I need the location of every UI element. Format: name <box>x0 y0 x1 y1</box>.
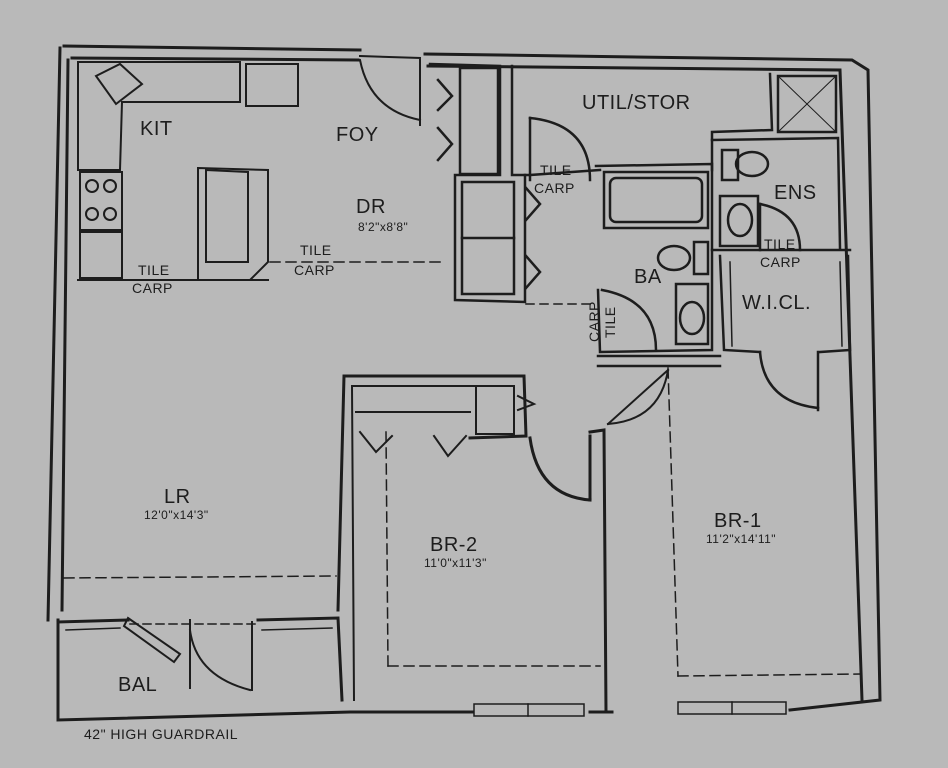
label-dr: DR <box>356 196 386 218</box>
kitchen-cabinets <box>77 61 299 281</box>
bedroom-2-walls <box>336 374 608 714</box>
label-ba: BA <box>634 266 662 288</box>
label-kit: KIT <box>140 118 173 140</box>
guardrail-note: 42" HIGH GUARDRAIL <box>84 726 239 742</box>
label-wicl: W.I.CL. <box>742 292 812 314</box>
center-closets <box>428 62 591 305</box>
balcony <box>56 616 344 702</box>
entry-door <box>358 54 422 126</box>
flooring-carp-dr: CARP <box>294 262 335 278</box>
flooring-carp-util: CARP <box>534 180 575 196</box>
flooring-tile-ens: TILE <box>764 236 796 252</box>
flooring-carp-kit: CARP <box>132 280 173 296</box>
flooring-carp-ens: CARP <box>760 254 801 270</box>
label-bal: BAL <box>118 674 158 696</box>
label-br2-dim: 11'0"x11'3" <box>424 556 487 570</box>
flooring-tile-dr: TILE <box>300 242 332 258</box>
flooring-tile-kit: TILE <box>138 262 170 278</box>
windows <box>473 701 787 717</box>
flooring-transitions <box>63 261 861 677</box>
label-util-stor: UTIL/STOR <box>582 92 691 114</box>
ensuite <box>710 74 852 252</box>
label-br1-dim: 11'2"x14'11" <box>706 532 777 546</box>
label-lr-dim: 12'0"x14'3" <box>144 508 209 522</box>
label-lr: LR <box>164 486 191 508</box>
label-br1: BR-1 <box>714 510 762 532</box>
flooring-tile-util: TILE <box>540 162 572 178</box>
label-br2: BR-2 <box>430 534 478 556</box>
flooring-carp-ba: CARP <box>586 301 602 342</box>
bathroom <box>594 162 722 368</box>
label-dr-dim: 8'2"x8'8" <box>358 220 409 234</box>
exterior-walls <box>46 44 882 722</box>
walk-in-closet <box>718 254 852 412</box>
label-ens: ENS <box>774 182 817 204</box>
bedroom-1-door <box>606 368 670 426</box>
util-stor-room <box>510 64 774 182</box>
flooring-tile-ba: TILE <box>602 306 618 338</box>
label-foy: FOY <box>336 124 379 146</box>
